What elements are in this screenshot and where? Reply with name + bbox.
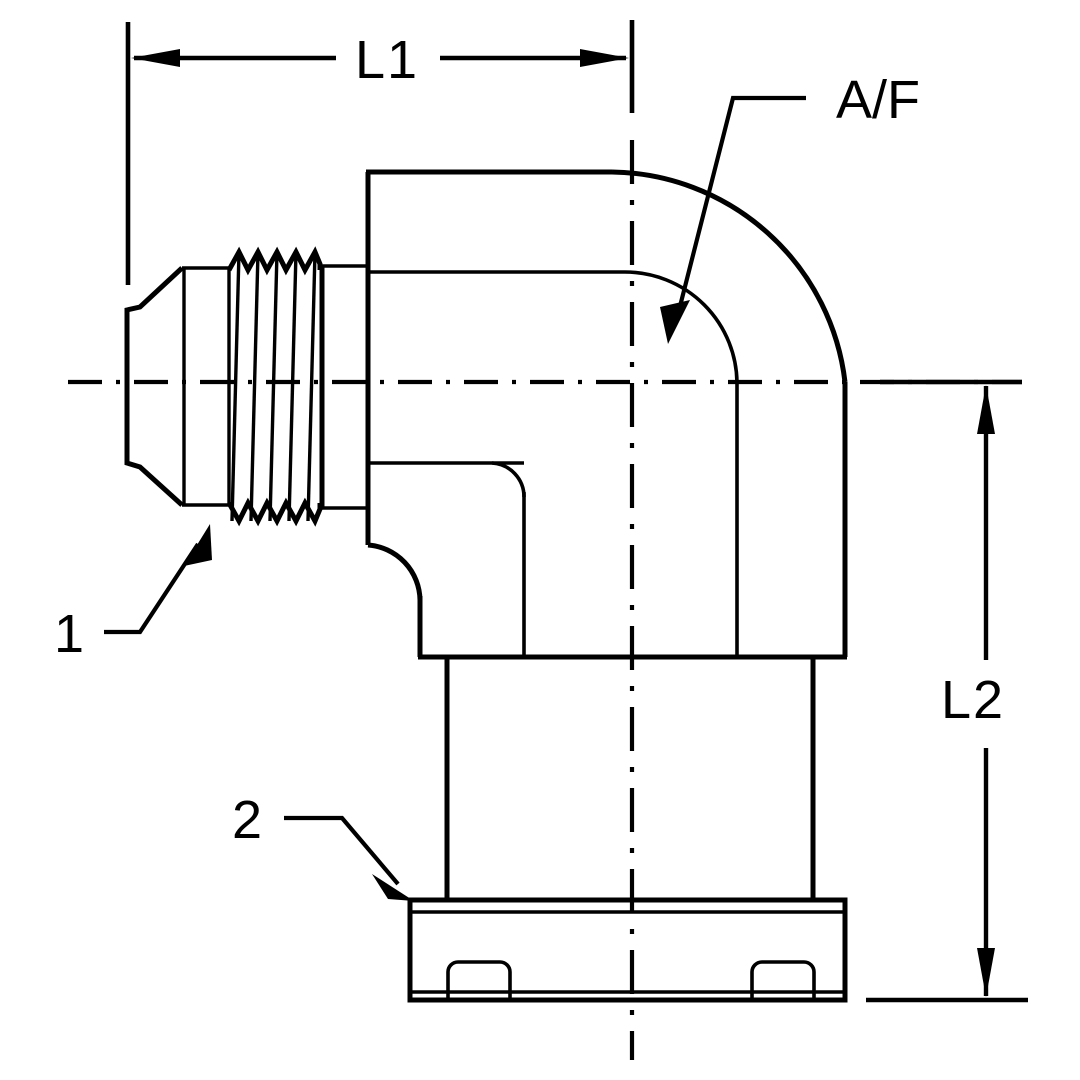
centerlines-group [68, 20, 1022, 1060]
thread-flank-2 [249, 251, 260, 522]
elbow-outer-arc [611, 169, 848, 383]
dimension-l1: L1 [125, 22, 629, 285]
flange-body-rect [407, 897, 848, 1003]
bolt-slot-left [446, 960, 512, 1000]
thread-flank-5 [306, 251, 317, 522]
flare-cone-outline [124, 266, 184, 507]
l1-label: L1 [355, 30, 419, 90]
flange-head [407, 897, 848, 1003]
bore-corner-fillet [491, 461, 526, 498]
l2-label: L2 [941, 670, 1005, 730]
annotation-af: A/F [660, 70, 920, 344]
thread-profile-top [226, 246, 323, 276]
l2-arrow-top [977, 385, 995, 434]
thread-flank-3 [268, 251, 279, 522]
body-lower-left-fillet [367, 542, 423, 601]
af-label: A/F [836, 70, 920, 130]
bore-inner-arc [624, 270, 739, 385]
callout-2: 2 [232, 790, 414, 901]
callout-1-leader-line [104, 542, 200, 635]
thread-profile-bottom [226, 497, 323, 527]
male-thread [226, 246, 370, 527]
af-leader-line [673, 95, 806, 323]
l1-arrow-left [131, 49, 180, 67]
callout-1-label: 1 [54, 604, 84, 664]
af-arrow-head [660, 300, 690, 344]
thread-flank-1 [230, 251, 241, 522]
elbow-body [365, 169, 848, 660]
l2-arrow-bottom [977, 948, 995, 997]
thread-flank-4 [287, 251, 298, 522]
male-flare-nose [124, 266, 231, 507]
dimension-l2: L2 [866, 379, 1028, 1003]
callout-2-arrow-head [372, 874, 414, 901]
callout-1-arrow-head [184, 524, 212, 566]
bolt-slot-right [750, 960, 816, 1000]
flange-neck [444, 657, 816, 902]
callout-2-leader-line [284, 815, 400, 886]
callout-1: 1 [54, 524, 212, 664]
callout-2-label: 2 [232, 790, 262, 850]
l1-arrow-right [580, 49, 629, 67]
